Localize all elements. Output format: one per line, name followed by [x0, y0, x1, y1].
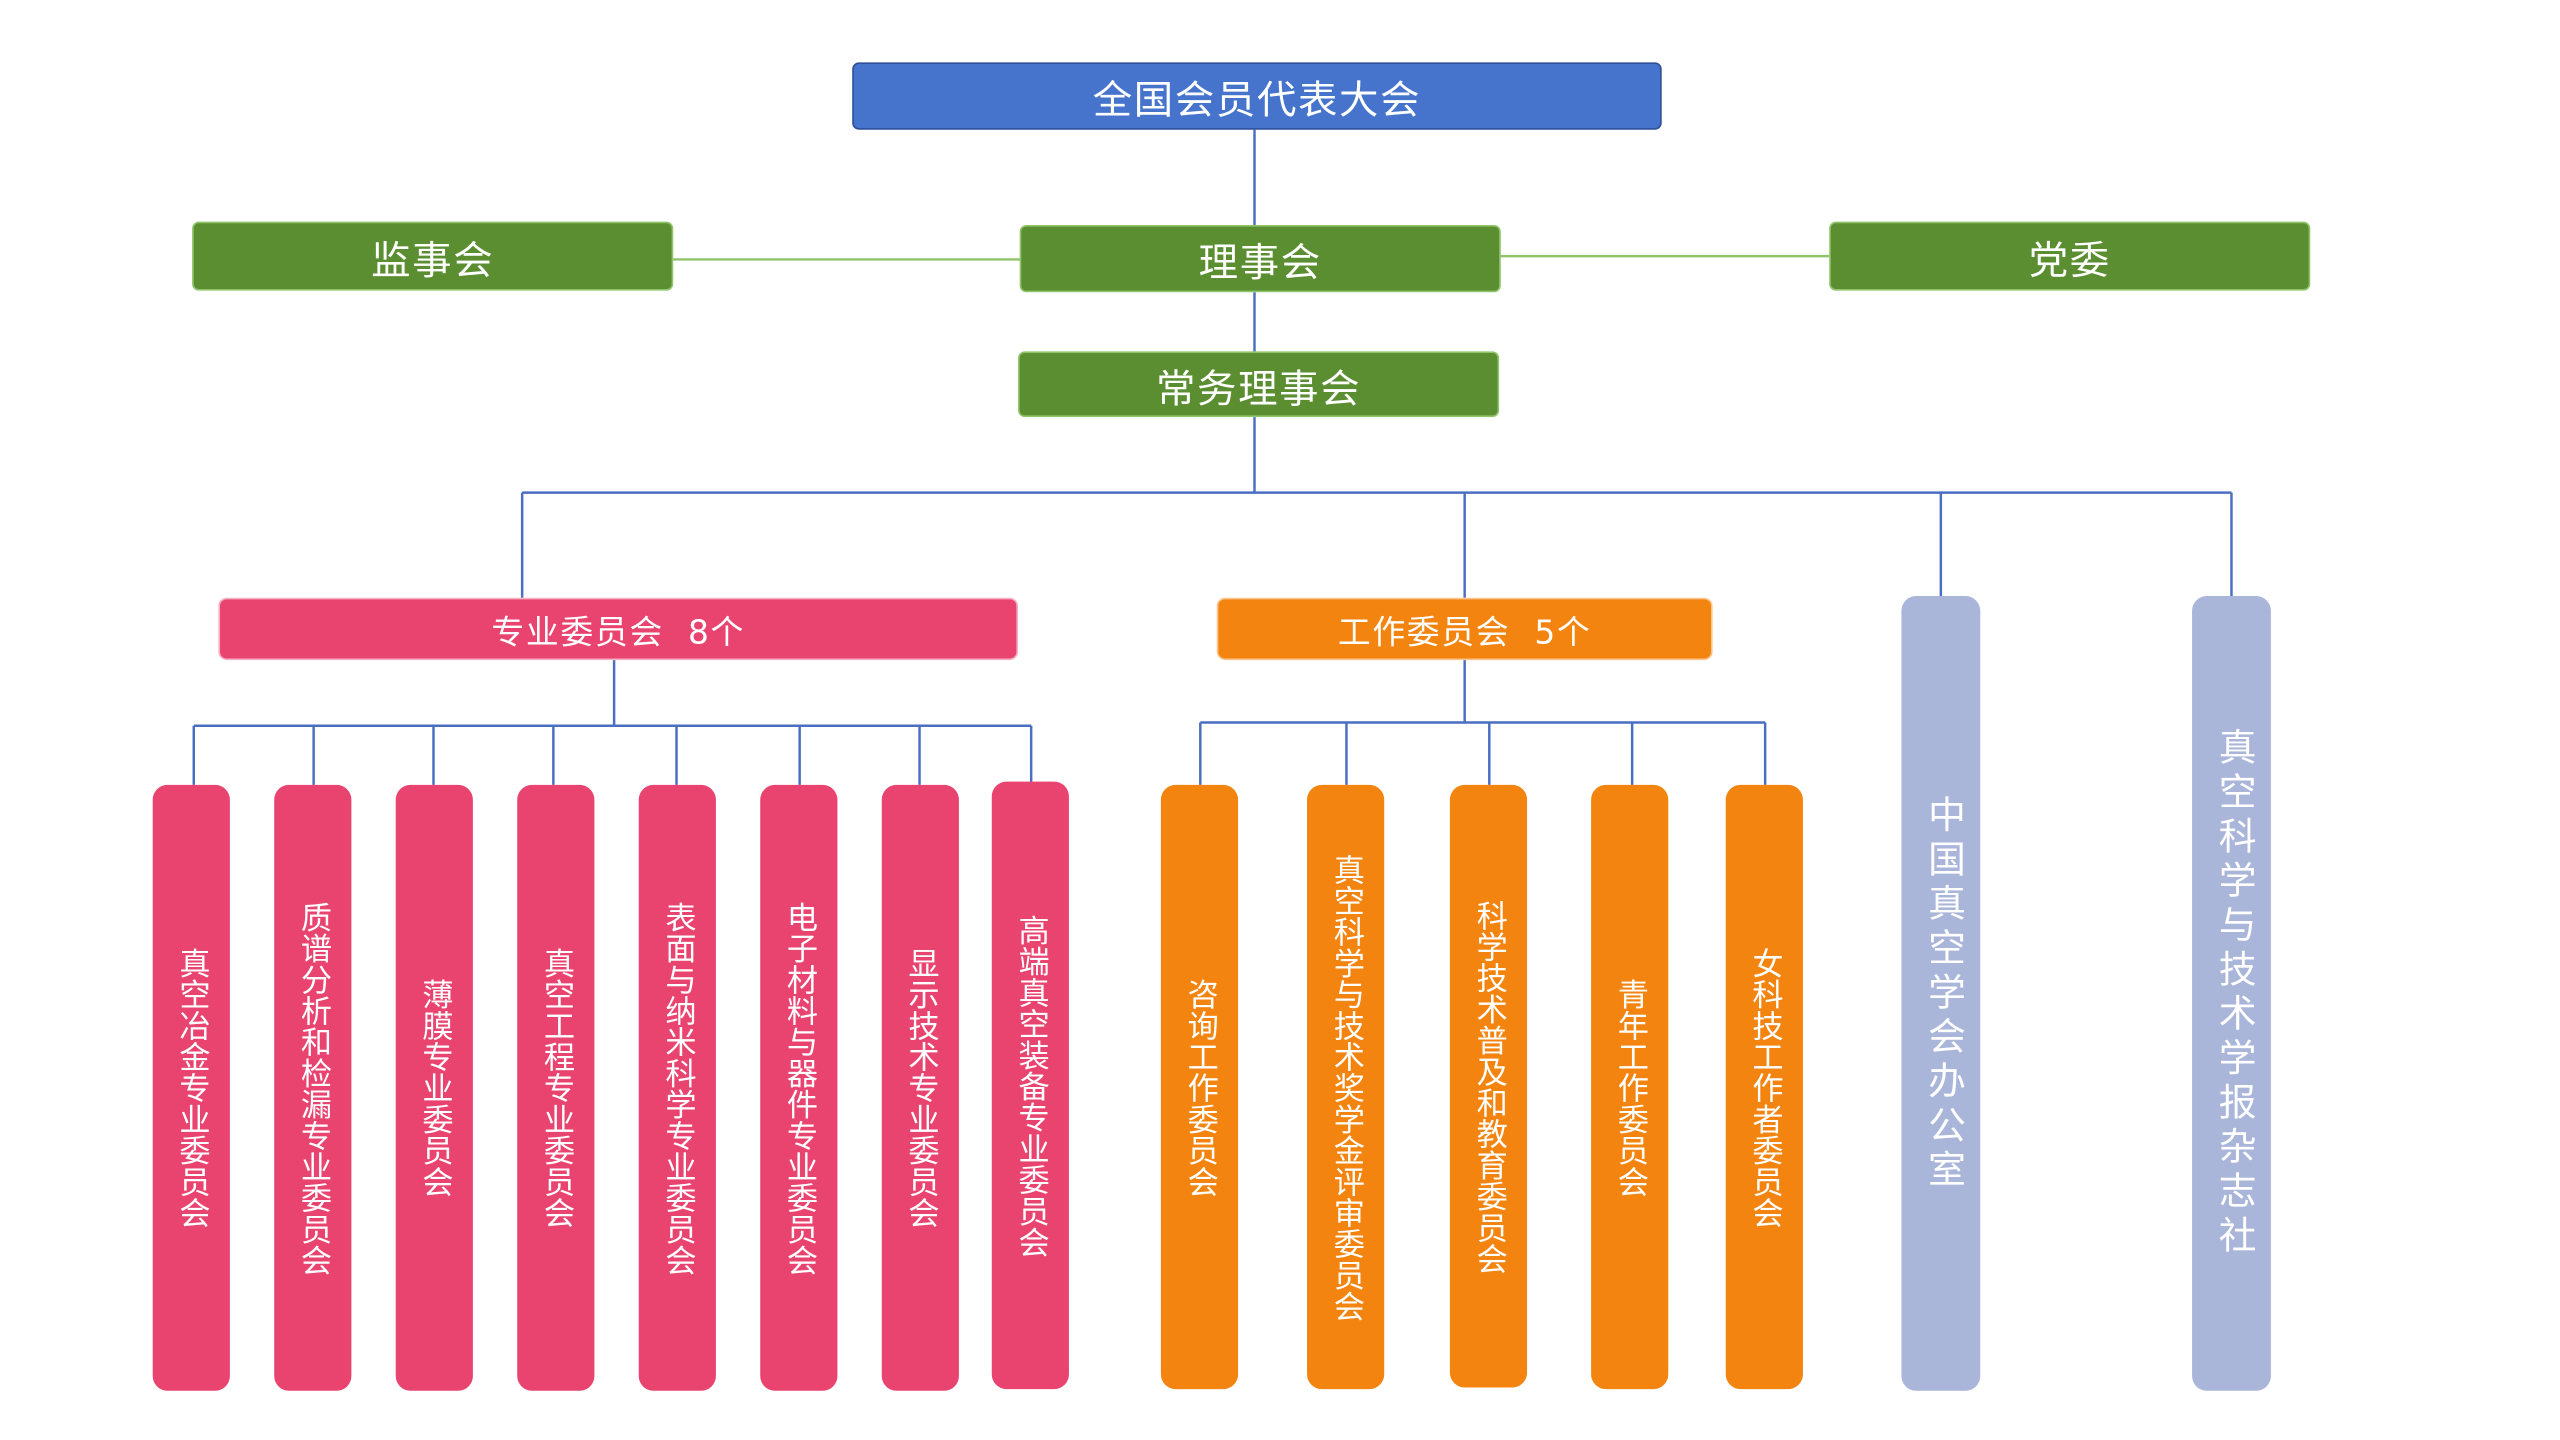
committee-label: 真空冶金专业委员会: [174, 947, 211, 1229]
committee-label: 真空科学与技术奖学金评审委员会: [1328, 853, 1365, 1321]
committee-label: 高端真空装备专业委员会: [1013, 913, 1050, 1257]
committee-label: 电子材料与器件专业委员会: [782, 900, 819, 1276]
committee-label: 咨询工作委员会: [1182, 977, 1219, 1197]
committee-thin-film: 薄膜专业委员会: [395, 784, 473, 1391]
party-box: 党委: [1829, 221, 2311, 291]
committee-label: 真空工程专业委员会: [538, 947, 576, 1229]
committee-consulting: 咨询工作委员会: [1160, 784, 1239, 1390]
supervisors-label: 监事会: [371, 237, 495, 284]
professional-committees-header: 专业委员会 8个: [218, 597, 1019, 661]
committee-science-popularization: 科学技术普及和教育委员会: [1449, 784, 1528, 1388]
standing-council-label: 常务理事会: [1155, 365, 1362, 412]
party-label: 党委: [2028, 237, 2111, 284]
committee-label: 青年工作委员会: [1612, 977, 1649, 1197]
connector-professional-drops: [192, 725, 1033, 785]
committee-label: 薄膜专业委员会: [417, 978, 454, 1198]
journal-office-label: 真空科学与技术学报杂志社: [2211, 727, 2255, 1260]
committee-mass-spec-leak-detection: 质谱分析和检漏专业委员会: [274, 784, 352, 1391]
committee-vacuum-engineering: 真空工程专业委员会: [517, 784, 595, 1391]
society-office-label: 中国真空学会办公室: [1920, 793, 1964, 1193]
committee-surface-nano-science: 表面与纳米科学专业委员会: [638, 784, 716, 1391]
committee-label: 质谱分析和检漏专业委员会: [295, 900, 333, 1276]
committee-electronic-materials-devices: 电子材料与器件专业委员会: [760, 784, 838, 1391]
committee-label: 科学技术普及和教育委员会: [1471, 898, 1508, 1274]
committee-high-end-vacuum-equipment: 高端真空装备专业委员会: [991, 781, 1069, 1390]
committee-women-scientists: 女科技工作者委员会: [1725, 784, 1803, 1390]
congress-label: 全国会员代表大会: [1092, 77, 1422, 124]
standing-council-box: 常务理事会: [1018, 351, 1500, 418]
council-box: 理事会: [1019, 224, 1501, 293]
working-committees-header: 工作委员会 5个: [1216, 597, 1713, 661]
professional-committees-label: 专业委员会 8个: [491, 611, 746, 652]
committee-youth: 青年工作委员会: [1591, 784, 1669, 1390]
committee-label: 表面与纳米科学专业委员会: [660, 900, 697, 1276]
journal-office: 真空科学与技术学报杂志社: [2192, 596, 2271, 1391]
committee-vacuum-metallurgy: 真空冶金专业委员会: [152, 784, 230, 1391]
supervisors-box: 监事会: [192, 221, 674, 291]
congress-box: 全国会员代表大会: [852, 62, 1662, 130]
committee-label: 显示技术专业委员会: [903, 947, 940, 1229]
society-office: 中国真空学会办公室: [1901, 596, 1981, 1391]
committee-display-technology: 显示技术专业委员会: [881, 784, 959, 1391]
committee-scholarship-review: 真空科学与技术奖学金评审委员会: [1307, 784, 1385, 1390]
council-label: 理事会: [1198, 239, 1322, 286]
committee-label: 女科技工作者委员会: [1747, 946, 1784, 1228]
working-committees-label: 工作委员会 5个: [1337, 611, 1592, 652]
connector-working-drops: [1199, 722, 1767, 785]
